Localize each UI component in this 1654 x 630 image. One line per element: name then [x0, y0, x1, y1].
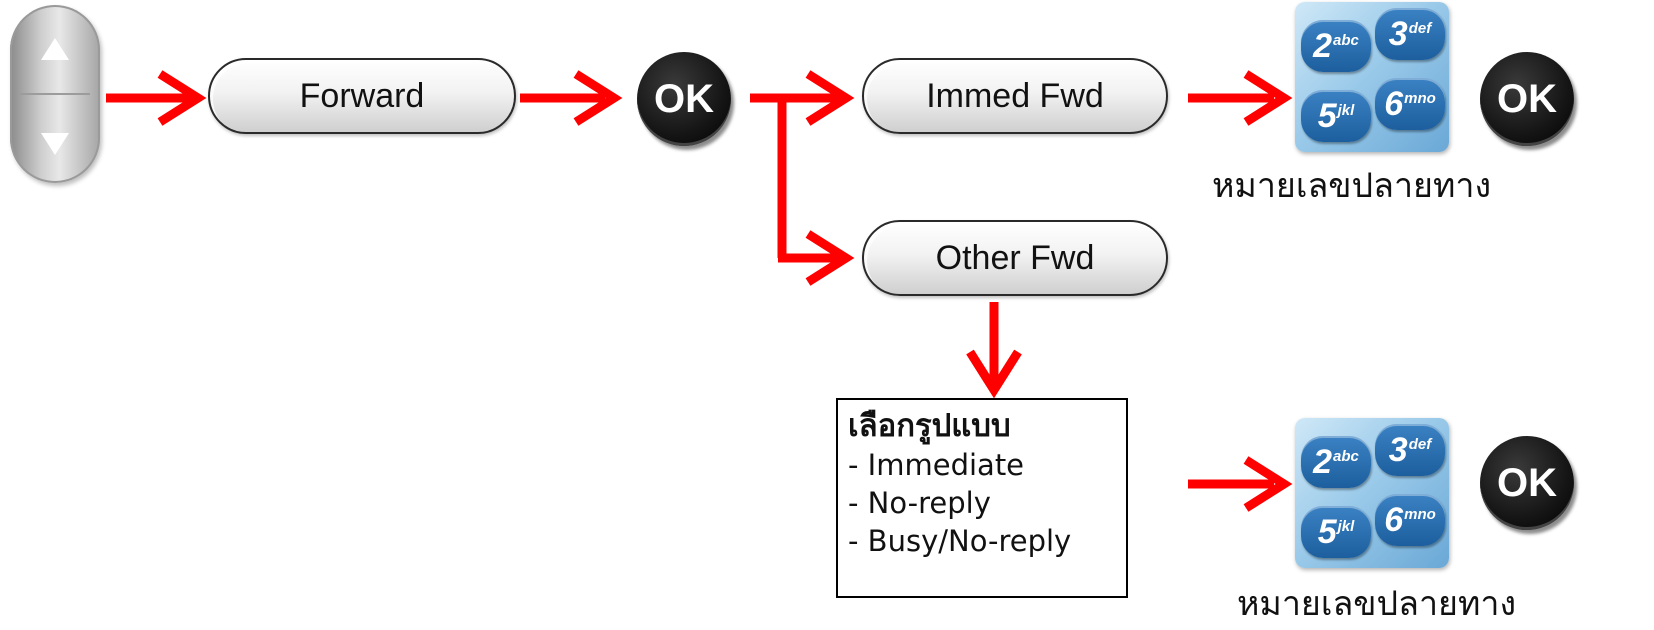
- key-digit: 3: [1388, 431, 1408, 469]
- key-digit: 2: [1313, 443, 1333, 481]
- key-digit: 6: [1384, 501, 1404, 539]
- key-letters: mno: [1404, 505, 1436, 523]
- arrow-head: [157, 70, 207, 126]
- options-title: เลือกรูปแบบ: [848, 408, 1011, 444]
- key-letters: jkl: [1337, 517, 1355, 535]
- down-arrow-icon: [41, 133, 69, 155]
- destination-number-label: หมายเลขปลายทาง: [1237, 584, 1517, 624]
- other-fwd-label: Other Fwd: [935, 238, 1095, 277]
- rocker-divider: [20, 93, 90, 95]
- ok-button-icon: OK: [1480, 436, 1574, 530]
- ok-label: OK: [1497, 76, 1557, 121]
- ok-label: OK: [1497, 460, 1557, 505]
- key-letters: mno: [1404, 89, 1436, 107]
- arrow-head: [573, 70, 623, 126]
- other-fwd-softkey: Other Fwd: [862, 220, 1168, 296]
- key-digit: 5: [1317, 97, 1337, 135]
- key-letters: def: [1408, 19, 1432, 37]
- ok-button-icon: OK: [637, 52, 731, 146]
- forward-type-options: เลือกรูปแบบ - Immediate - No-reply - Bus…: [836, 398, 1128, 598]
- key-letters: def: [1408, 435, 1432, 453]
- key-digit: 5: [1317, 513, 1337, 551]
- immed-fwd-label: Immed Fwd: [926, 76, 1104, 115]
- arrow-head: [1243, 70, 1293, 126]
- key-letters: abc: [1333, 31, 1359, 49]
- flow-arrows: [106, 70, 1293, 512]
- immed-fwd-softkey: Immed Fwd: [862, 58, 1168, 134]
- navigation-rocker-icon: [10, 5, 100, 183]
- forward-label: Forward: [299, 76, 425, 115]
- up-arrow-icon: [41, 38, 69, 60]
- key-digit: 6: [1384, 85, 1404, 123]
- key-letters: jkl: [1337, 101, 1355, 119]
- destination-number-label: หมายเลขปลายทาง: [1212, 166, 1492, 206]
- ok-label: OK: [654, 76, 714, 121]
- key-letters: abc: [1333, 447, 1359, 465]
- arrow-head: [1243, 456, 1293, 512]
- arrow-head: [805, 70, 855, 126]
- option-item: - No-reply: [848, 486, 991, 520]
- ok-button-icon: OK: [1480, 52, 1574, 146]
- option-item: - Immediate: [848, 448, 1025, 482]
- option-item: - Busy/No-reply: [848, 524, 1072, 558]
- key-digit: 3: [1388, 15, 1408, 53]
- forward-softkey: Forward: [208, 58, 516, 134]
- key-digit: 2: [1313, 27, 1333, 65]
- arrow-head: [805, 230, 855, 286]
- arrow-head: [966, 349, 1022, 399]
